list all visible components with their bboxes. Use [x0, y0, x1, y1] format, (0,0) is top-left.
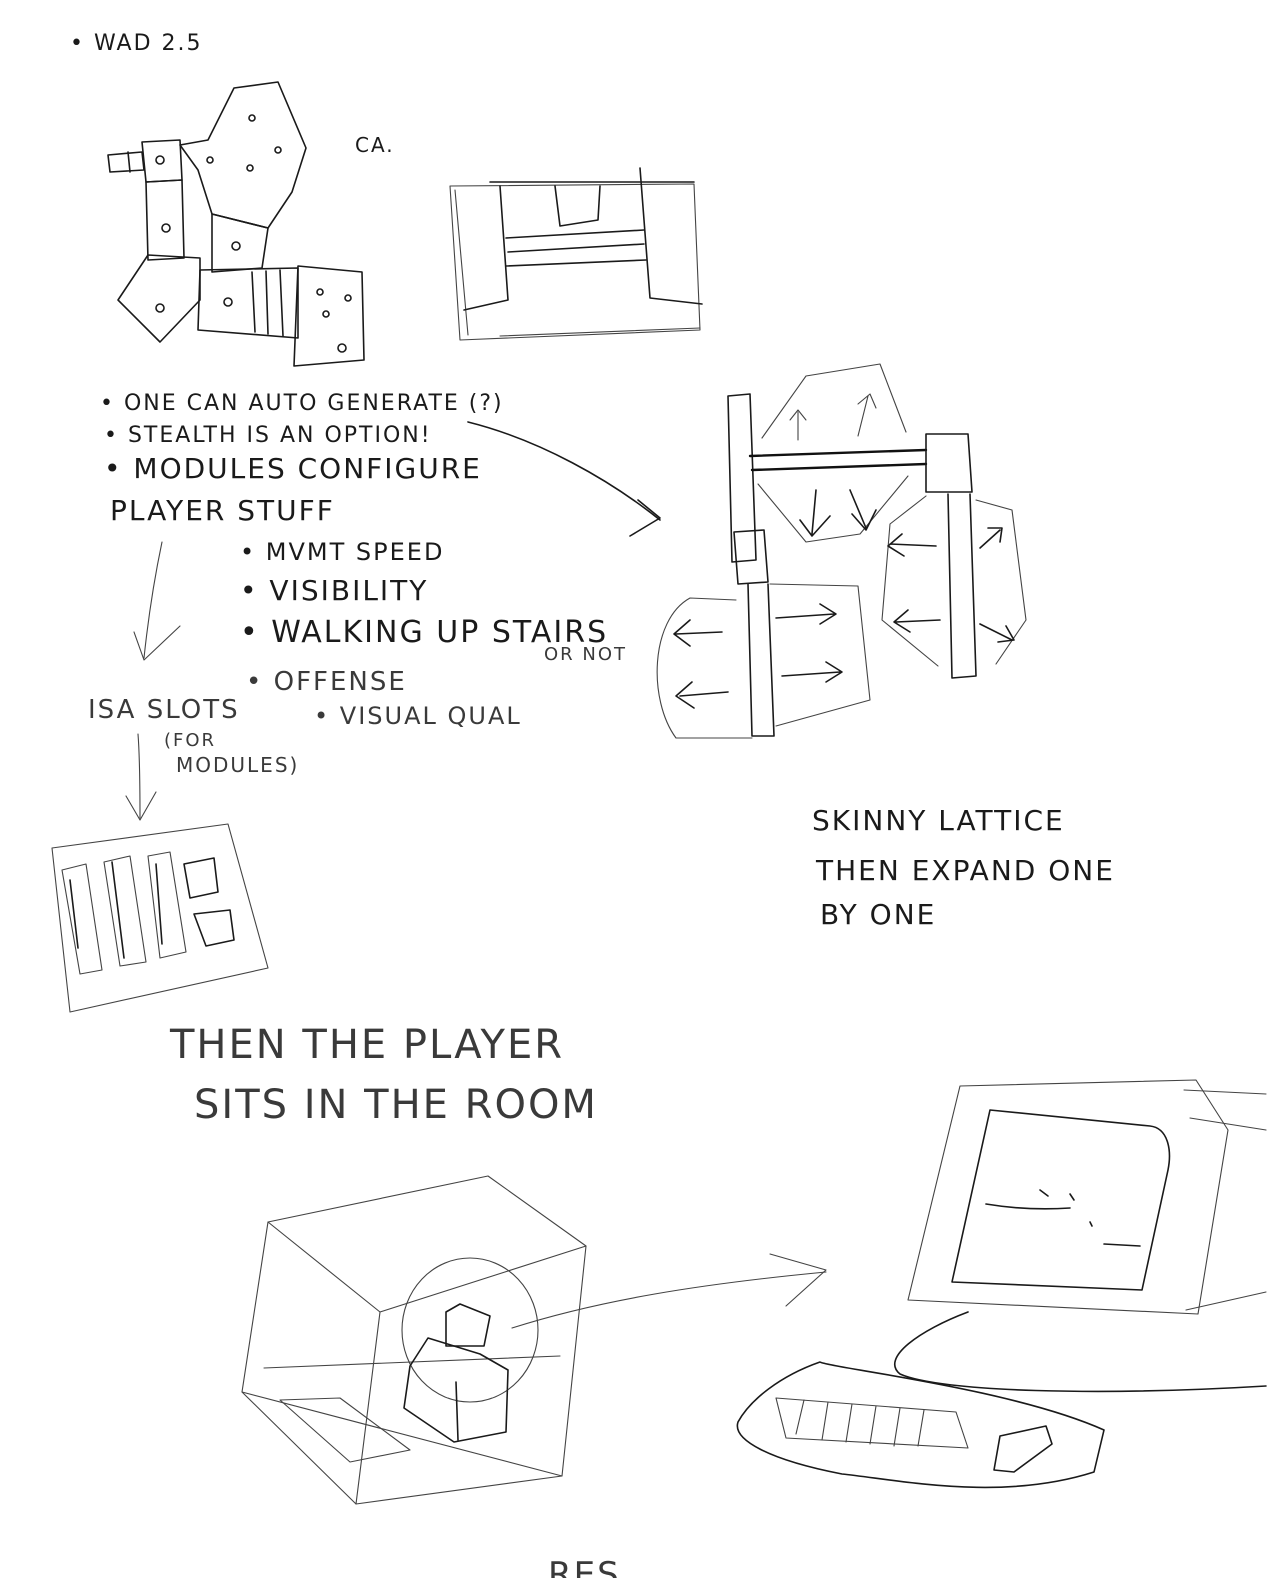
visual-qual-label: • VISUAL QUAL — [314, 702, 522, 730]
room-note-line-2: SITS IN THE ROOM — [194, 1082, 598, 1128]
room-note-line-1: THEN THE PLAYER — [169, 1022, 564, 1068]
note-line-3: • MODULES CONFIGURE — [104, 452, 482, 485]
lattice-note: SKINNY LATTICE THEN EXPAND ONE BY ONE — [812, 804, 1115, 931]
note-sub-1: • MVMT SPEED — [240, 538, 444, 566]
module-map-drawing — [107, 81, 365, 367]
computer-drawing — [736, 1079, 1267, 1489]
room-note: THEN THE PLAYER SITS IN THE ROOM — [169, 1022, 598, 1128]
lattice-note-line-3: BY ONE — [820, 898, 936, 931]
isa-slots-label: ISA SLOTS — [88, 695, 240, 725]
ca-label: CA. — [355, 133, 395, 157]
isa-modules-label: MODULES) — [176, 753, 299, 777]
corridor-perspective-drawing — [449, 167, 703, 341]
isa-for-label: (FOR — [164, 730, 216, 751]
lattice-note-line-2: THEN EXPAND ONE — [815, 854, 1115, 887]
isa-slot-board-drawing — [51, 823, 269, 1013]
lattice-note-line-1: SKINNY LATTICE — [812, 804, 1065, 837]
note-sub-3-aside: OR NOT — [544, 644, 627, 665]
note-sub-2: • VISIBILITY — [240, 574, 428, 607]
bottom-fragment-text: RES — [548, 1555, 621, 1578]
header-note: • WAD 2.5 — [70, 31, 203, 56]
note-sub-3: • WALKING UP STAIRS — [240, 615, 608, 650]
notes-arrows — [125, 421, 661, 821]
note-line-2: • STEALTH IS AN OPTION! — [104, 423, 432, 448]
notes-list: • ONE CAN AUTO GENERATE (?) • STEALTH IS… — [88, 391, 627, 777]
note-line-1: • ONE CAN AUTO GENERATE (?) — [100, 391, 504, 416]
offense-label: • OFFENSE — [246, 667, 407, 697]
note-line-4: PLAYER STUFF — [110, 494, 335, 527]
lattice-drawing — [656, 363, 1027, 739]
room-cube-drawing — [241, 1175, 827, 1505]
